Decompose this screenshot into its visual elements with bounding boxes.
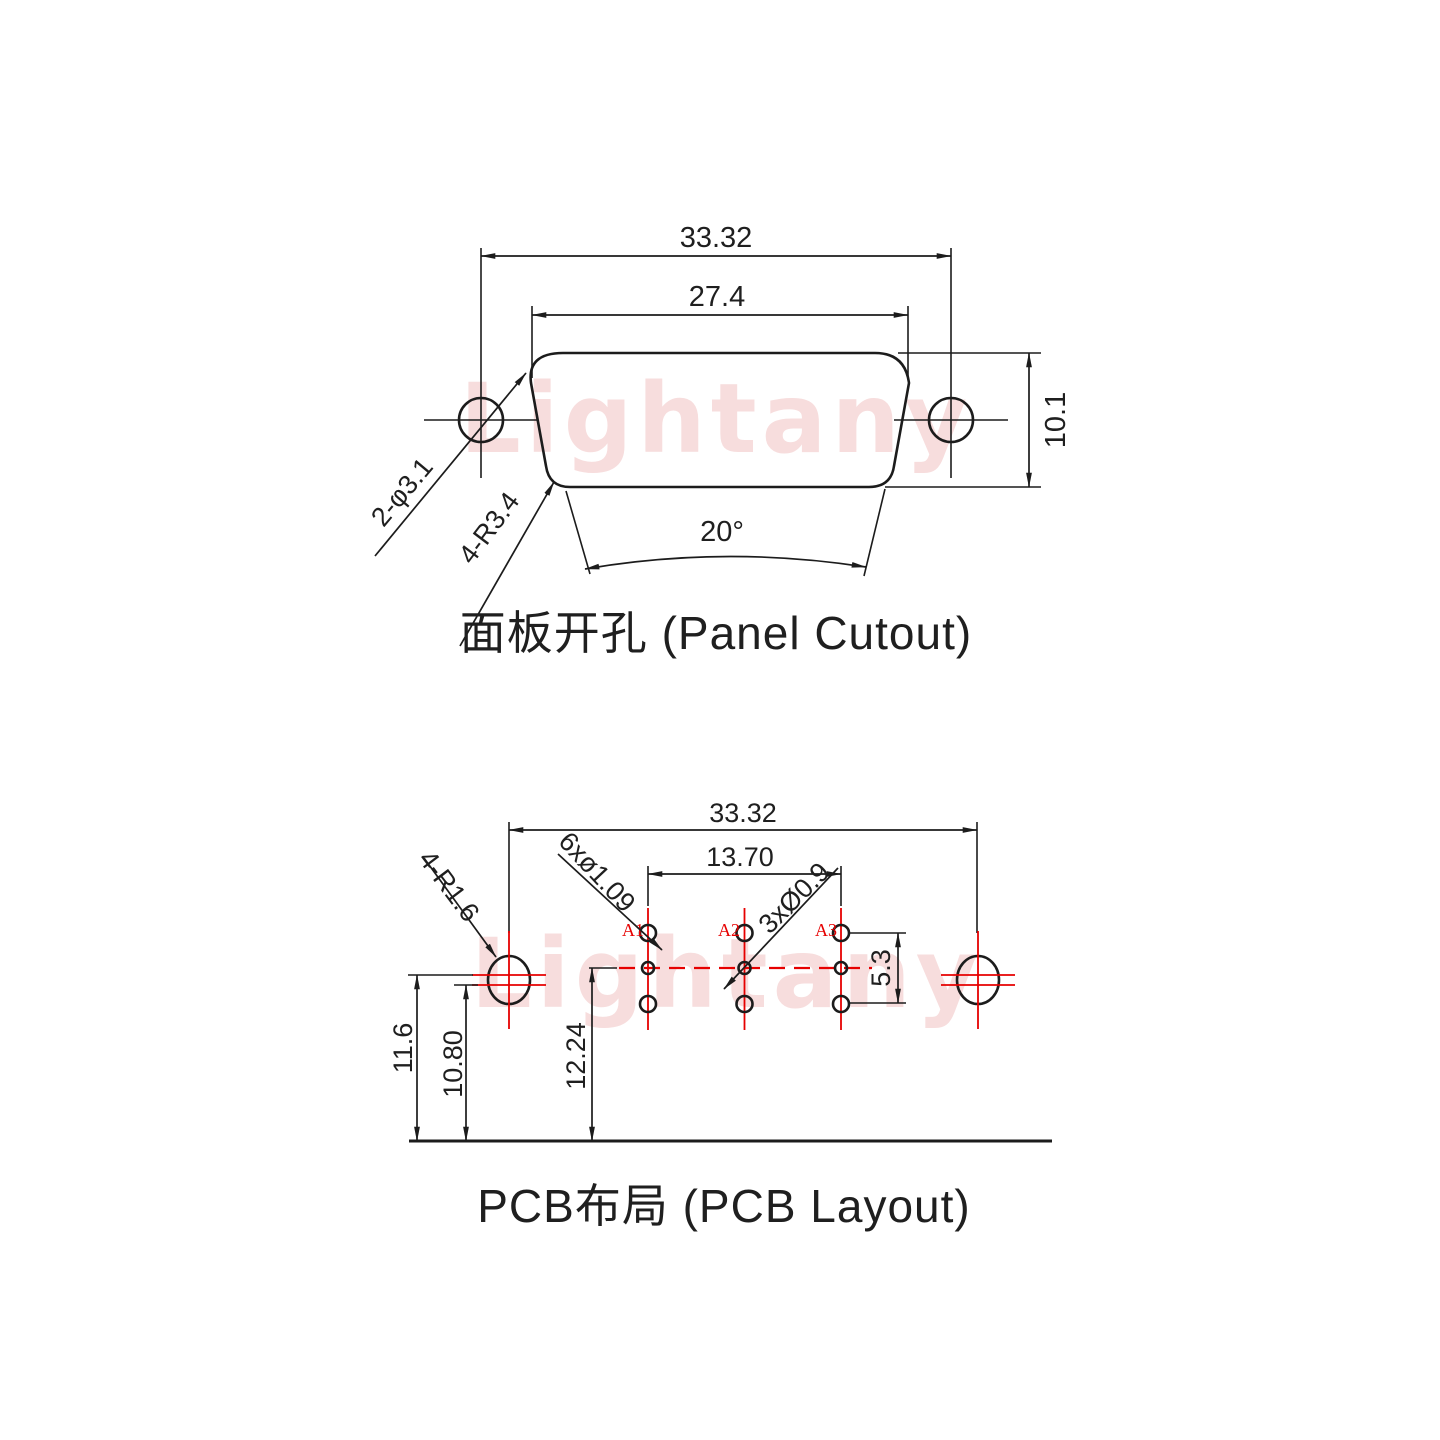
dim-text-12-24: 12.24 — [561, 1022, 591, 1090]
dim-cutout-height: 10.1 — [885, 352, 1072, 488]
leader-mount-radius: 4-R1.6 — [413, 845, 497, 958]
dim-overall-width: 33.32 — [480, 222, 952, 362]
dim-text-10-80: 10.80 — [438, 1030, 468, 1098]
panel-cutout-title: 面板开孔 (Panel Cutout) — [460, 607, 972, 659]
pin-hole-coax-a2 — [737, 960, 752, 976]
label-4-r3-4: 4-R3.4 — [453, 487, 526, 570]
pin-hole-coax-a3 — [833, 960, 849, 976]
dim-edge-to-pin-row: 12.24 — [561, 967, 595, 1142]
label-6x1-09: 6xø1.09 — [553, 826, 641, 918]
pcb-layout-view: 33.32 13.70 — [388, 798, 1052, 1232]
dim-side-angle: 20° — [565, 488, 886, 577]
dim-text-5-3: 5.3 — [866, 949, 896, 987]
pin-label-a2: A2 — [718, 920, 740, 940]
pin-hole — [735, 923, 754, 943]
leader-line — [459, 481, 555, 647]
dim-text-13-70: 13.70 — [706, 842, 774, 872]
screw-hole-left — [424, 362, 538, 478]
dim-overall-width-pcb: 33.32 — [508, 798, 978, 933]
extension-line — [863, 488, 886, 577]
leader-line — [557, 853, 663, 951]
pin-hole — [638, 923, 658, 943]
pin-hole — [831, 923, 851, 943]
pin-label-a1: A1 — [622, 920, 644, 940]
dim-row-span: 5.3 — [850, 932, 906, 1004]
pin-hole — [638, 994, 658, 1014]
dim-text-10-1: 10.1 — [1040, 392, 1072, 448]
dim-text-20deg: 20° — [700, 516, 744, 548]
pin-hole — [735, 994, 754, 1014]
leader-line — [374, 372, 527, 557]
leader-line — [423, 857, 497, 958]
watermark-bottom: Lightany — [471, 918, 984, 1030]
screw-hole-right — [894, 362, 1008, 478]
dsub-cutout-outline — [529, 351, 911, 489]
pin-hole-coax-a1 — [640, 960, 656, 976]
dim-edge-to-slot-center-a: 11.6 — [388, 974, 473, 1142]
pcb-layout-title: PCB布局 (PCB Layout) — [477, 1180, 970, 1232]
pin-hole — [831, 994, 851, 1014]
angle-arc — [584, 555, 867, 570]
mounting-hole-right — [941, 931, 1015, 1029]
pin-label-a3: A3 — [815, 920, 837, 940]
dim-edge-to-slot-center-b: 10.80 — [438, 984, 478, 1142]
dim-text-33-32: 33.32 — [680, 222, 753, 254]
leader-line — [723, 867, 839, 990]
dim-text-33-32-pcb: 33.32 — [709, 798, 777, 828]
dim-text-27-4: 27.4 — [689, 281, 745, 313]
dim-text-11-6: 11.6 — [388, 1023, 418, 1074]
label-4-r1-6: 4-R1.6 — [413, 845, 486, 928]
dim-pin-span: 13.70 — [647, 842, 842, 906]
pin-holes — [638, 923, 851, 1014]
extension-line — [565, 490, 591, 575]
mounting-hole-left — [472, 931, 546, 1029]
